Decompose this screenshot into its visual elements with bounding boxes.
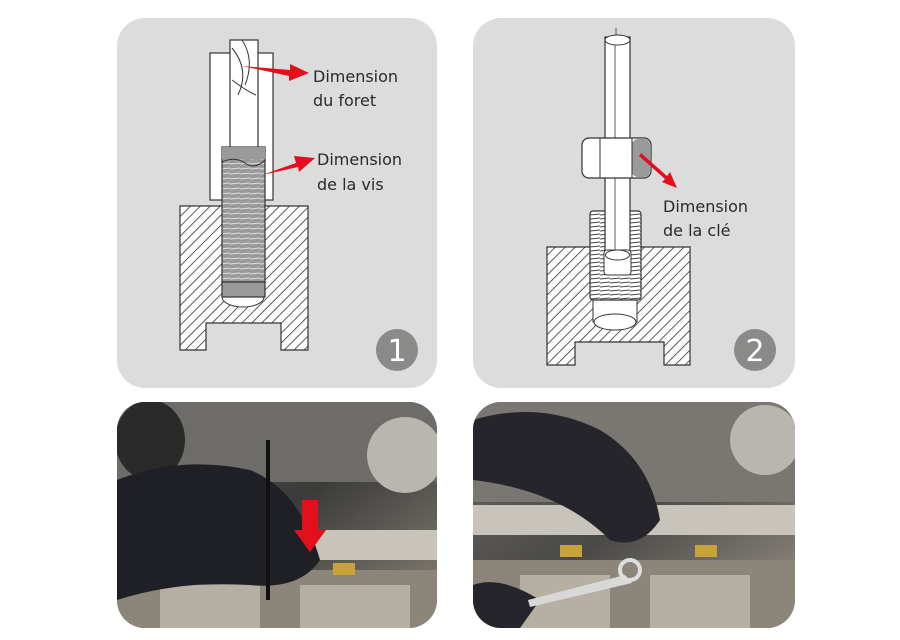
arrow-wrench-size	[639, 153, 677, 188]
label-wrench-size-line1: Dimension	[663, 197, 748, 216]
gloved-hand-lower	[473, 582, 540, 628]
step-badge-1	[376, 329, 418, 371]
step-number-2: 2	[745, 334, 764, 369]
photo-drilling	[117, 402, 437, 628]
gloved-hand	[473, 412, 660, 543]
drill-bit-icon	[229, 39, 259, 151]
nut-icon	[581, 137, 652, 179]
diagram-panel-1: Dimension du foret Dimension de la vis 1	[117, 18, 437, 388]
label-wrench-size-line2: de la clé	[663, 221, 731, 240]
arrow-screw-size	[262, 156, 315, 175]
label-screw-size-line1: Dimension	[317, 150, 402, 169]
step-badge-2	[734, 329, 776, 371]
broken-screw	[221, 146, 266, 298]
wrench-icon	[528, 575, 632, 607]
diagram-panel-2: Dimension de la clé 2	[473, 18, 795, 388]
arrow-drill-size	[242, 64, 309, 81]
label-drill-size-line2: du foret	[313, 91, 376, 110]
photo-extracting	[473, 402, 795, 628]
label-screw-size-line2: de la vis	[317, 175, 384, 194]
label-drill-size-line1: Dimension	[313, 67, 398, 86]
down-arrow-icon	[294, 500, 326, 552]
step-number-1: 1	[387, 334, 406, 369]
